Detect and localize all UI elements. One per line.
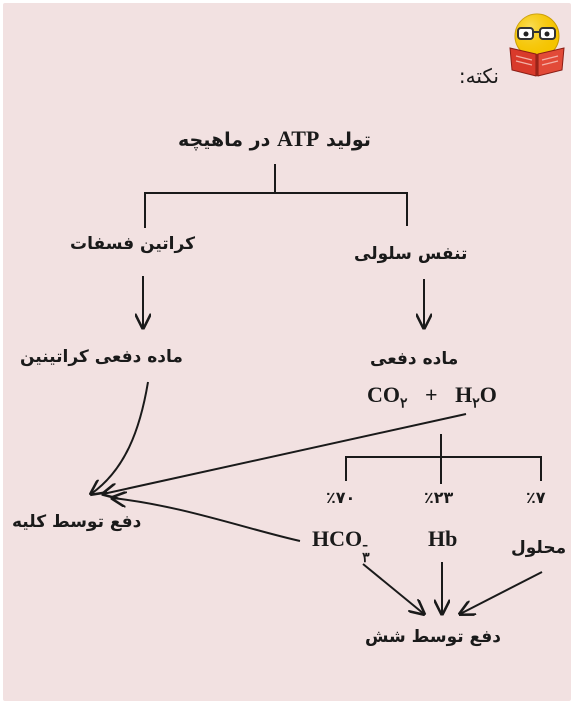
co2-text: CO	[367, 382, 400, 407]
h2o-sub: ۲	[472, 396, 480, 412]
hco3-text: HCO	[312, 526, 363, 551]
solution-node: محلول	[511, 538, 567, 558]
note-label: نکته:	[458, 64, 499, 88]
h2o-o: O	[479, 382, 497, 407]
title: در ماهیچه ATP تولید	[178, 126, 371, 152]
title-prefix: تولید	[325, 129, 371, 151]
hco3-sub: ۳	[362, 551, 370, 566]
h2o-h: H	[455, 382, 473, 407]
arrow-solution-to-lung	[460, 571, 543, 614]
kidney-excretion-node: دفع توسط کلیه	[12, 512, 142, 532]
pct-hb: ٪۲۳	[424, 488, 454, 507]
co2-branch	[345, 456, 542, 481]
arrow-hco3-to-kidney	[112, 498, 301, 542]
arrow-h2o-to-kidney	[103, 413, 467, 494]
lung-excretion-node: دفع توسط شش	[365, 627, 502, 647]
hco3-charge: -	[362, 534, 369, 554]
waste-node: ماده دفعی	[370, 349, 459, 369]
plus-sign: +	[425, 382, 438, 407]
hb-formula: Hb	[428, 526, 458, 551]
creatinine-waste-node: ماده دفعی کراتینین	[20, 347, 183, 367]
pct-solution: ٪۷	[526, 488, 546, 507]
title-suffix: در ماهیچه	[178, 129, 271, 151]
respiration-node: تنفس سلولی	[354, 244, 468, 264]
pct-hco3: ٪۷۰	[326, 488, 356, 507]
title-branch	[144, 192, 408, 228]
co2-sub: ۲	[400, 396, 408, 412]
creatine-phosphate-node: کراتین فسفات	[70, 234, 195, 254]
co2-h2o-formula: CO۲ + H۲O	[367, 382, 497, 412]
diagram-card	[3, 3, 571, 701]
hco3-formula: HCO-۳	[312, 526, 374, 566]
title-atp: ATP	[276, 126, 320, 151]
arrow-hco3-to-lung	[362, 563, 424, 614]
reading-emoji-icon	[509, 13, 565, 77]
arrow-creatinine-to-kidney	[91, 381, 149, 494]
